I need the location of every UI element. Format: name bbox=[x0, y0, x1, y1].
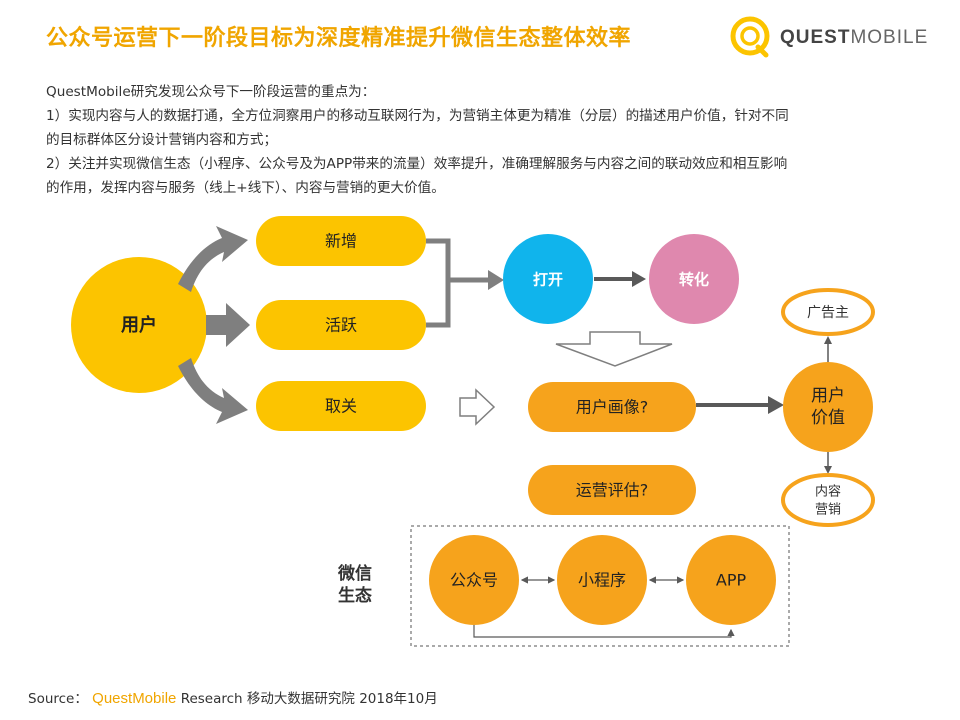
open-circle bbox=[503, 234, 593, 324]
intro-text: QuestMobile研究发现公众号下一阶段运营的重点为： 1）实现内容与人的数… bbox=[46, 80, 918, 200]
intro-line: QuestMobile研究发现公众号下一阶段运营的重点为： bbox=[46, 84, 376, 100]
convert-circle bbox=[649, 234, 739, 324]
questmobile-logo-icon bbox=[730, 16, 770, 58]
source-brand: QuestMobile bbox=[92, 690, 177, 707]
arrow-to-new-icon bbox=[178, 226, 248, 292]
content-marketing-ellipse bbox=[781, 473, 875, 527]
official-account-label: 公众号 bbox=[450, 571, 498, 590]
user-portrait-pill bbox=[528, 382, 696, 432]
user-value-label-line2: 价值 bbox=[811, 408, 845, 428]
unfollow-label: 取关 bbox=[325, 397, 357, 416]
new-users-pill bbox=[256, 216, 426, 266]
source-rest: Research 移动大数据研究院 2018年10月 bbox=[180, 691, 438, 707]
active-pill bbox=[256, 300, 426, 350]
value-to-content-arrowhead-icon bbox=[824, 466, 832, 474]
arrow-to-active-icon bbox=[206, 303, 250, 347]
official-account-circle bbox=[429, 535, 519, 625]
arrow-to-unfollow-icon bbox=[178, 358, 248, 424]
intro-line: 的作用，发挥内容与服务（线上+线下）、内容与营销的更大价值。 bbox=[46, 180, 445, 196]
portrait-to-value-arrowhead-icon bbox=[768, 396, 784, 414]
source-label: Source： bbox=[28, 691, 88, 707]
app-label: APP bbox=[716, 571, 747, 590]
logo-text-light: MOBILE bbox=[850, 27, 929, 48]
user-portrait-label: 用户画像? bbox=[576, 398, 649, 417]
hollow-down-arrow-icon bbox=[555, 331, 673, 367]
mini-program-label: 小程序 bbox=[578, 571, 626, 590]
value-to-advertiser-arrowhead-icon bbox=[824, 336, 832, 344]
user-value-circle bbox=[783, 362, 873, 452]
content-marketing-label-line2: 营销 bbox=[815, 503, 841, 518]
user-value-label-line1: 用户 bbox=[811, 386, 845, 406]
oa-app-loop-arrow bbox=[473, 625, 735, 638]
advertiser-ellipse bbox=[781, 288, 875, 336]
open-to-convert-arrowhead-icon bbox=[632, 271, 646, 287]
ops-eval-pill bbox=[528, 465, 696, 515]
advertiser-label: 广告主 bbox=[807, 305, 849, 321]
mini-program-circle bbox=[557, 535, 647, 625]
app-circle bbox=[686, 535, 776, 625]
wechat-ecosystem-label: 微信 生态 bbox=[338, 563, 372, 607]
active-label: 活跃 bbox=[325, 316, 357, 335]
intro-line: 的目标群体区分设计营销内容和方式； bbox=[46, 132, 278, 148]
user-circle bbox=[71, 257, 207, 393]
intro-line: 1）实现内容与人的数据打通，全方位洞察用户的移动互联网行为，为营销主体更为精准（… bbox=[46, 108, 789, 124]
merge-connector bbox=[426, 238, 451, 328]
wechat-ecosystem-label-line1: 微信 bbox=[338, 564, 372, 584]
wechat-ecosystem-box bbox=[410, 525, 790, 647]
open-label: 打开 bbox=[533, 271, 563, 289]
wechat-ecosystem-label-line2: 生态 bbox=[338, 586, 372, 606]
new-users-label: 新增 bbox=[325, 232, 357, 251]
convert-label: 转化 bbox=[679, 271, 709, 289]
logo-wordmark: QUESTMOBILE bbox=[780, 27, 928, 49]
ops-eval-label: 运营评估? bbox=[576, 481, 649, 500]
page-title: 公众号运营下一阶段目标为深度精准提升微信生态整体效率 bbox=[46, 26, 632, 51]
source-footer: Source： QuestMobile Research 移动大数据研究院 20… bbox=[28, 687, 438, 707]
hollow-right-arrow-icon bbox=[459, 388, 496, 426]
merge-arrowhead-icon bbox=[488, 270, 504, 290]
unfollow-pill bbox=[256, 381, 426, 431]
content-marketing-label-line1: 内容 bbox=[815, 484, 841, 500]
intro-line: 2）关注并实现微信生态（小程序、公众号及为APP带来的流量）效率提升，准确理解服… bbox=[46, 156, 788, 172]
questmobile-logo: QUESTMOBILE bbox=[728, 14, 928, 58]
logo-text-bold: QUEST bbox=[780, 27, 851, 48]
user-label: 用户 bbox=[121, 314, 157, 336]
